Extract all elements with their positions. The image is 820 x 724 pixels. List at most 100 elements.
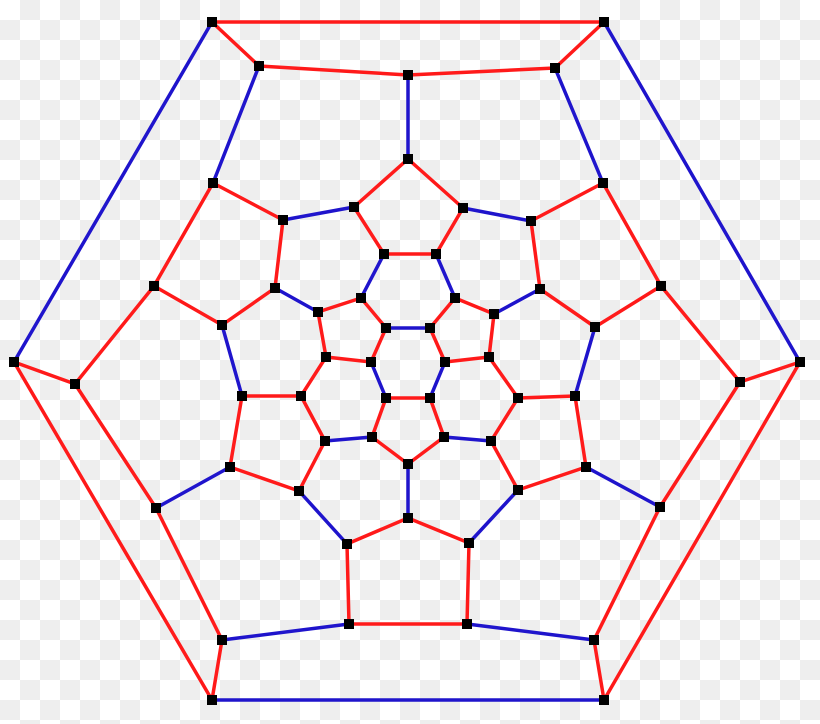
red-edge xyxy=(406,157,465,210)
graph-vertex xyxy=(458,203,468,213)
red-edge xyxy=(297,439,327,493)
red-edge xyxy=(659,284,742,384)
red-edge xyxy=(487,312,496,359)
graph-vertex xyxy=(513,393,523,403)
red-edge xyxy=(738,360,802,384)
blue-edge xyxy=(12,20,214,364)
red-edge xyxy=(154,506,224,642)
red-edge xyxy=(516,394,577,400)
red-edge xyxy=(406,435,446,466)
graph-vertex xyxy=(342,539,352,549)
red-edge xyxy=(487,355,520,400)
graph-vertex xyxy=(655,502,665,512)
blue-edge xyxy=(154,465,232,510)
blue-edge xyxy=(323,435,374,443)
graph-vertex xyxy=(217,320,227,330)
graph-vertex xyxy=(590,322,600,332)
red-edge xyxy=(316,296,363,314)
red-edge xyxy=(465,541,471,626)
red-edge xyxy=(592,638,606,702)
blue-edge xyxy=(281,205,356,222)
graph-vertex xyxy=(462,619,472,629)
graph-vertex xyxy=(403,70,413,80)
graph-vertex xyxy=(381,393,391,403)
graph-vertex xyxy=(207,17,217,27)
graph-vertex xyxy=(486,436,496,446)
red-edge xyxy=(593,284,663,329)
graph-vertex xyxy=(425,393,435,403)
red-edge xyxy=(428,396,446,439)
blue-edge xyxy=(442,435,493,443)
red-edge xyxy=(370,396,388,439)
graph-vertex xyxy=(431,249,441,259)
red-edge xyxy=(12,360,77,386)
red-edge xyxy=(220,286,277,327)
blue-edge xyxy=(428,360,447,400)
graph-vertex xyxy=(367,432,377,442)
red-edge xyxy=(538,287,597,329)
blue-edge xyxy=(492,287,542,316)
blue-edge xyxy=(553,66,605,185)
red-edge xyxy=(316,310,328,359)
red-edge xyxy=(12,360,214,702)
graph-vertex xyxy=(9,357,19,367)
red-edge xyxy=(489,396,520,443)
graph-vertex xyxy=(313,307,323,317)
red-edge xyxy=(529,181,605,223)
red-edge xyxy=(601,181,663,288)
red-edge xyxy=(406,66,557,77)
red-edge xyxy=(345,542,351,626)
graph-vertex xyxy=(237,391,247,401)
red-edge xyxy=(443,355,491,364)
graph-vertex xyxy=(513,485,523,495)
red-edge xyxy=(324,355,373,364)
red-edge xyxy=(573,394,588,469)
graph-vertex xyxy=(349,202,359,212)
red-edge xyxy=(210,638,224,702)
graph-vertex xyxy=(464,538,474,548)
red-edge xyxy=(210,20,261,68)
graph-vertex xyxy=(535,284,545,294)
red-edge xyxy=(152,181,215,288)
blue-edge xyxy=(273,286,320,314)
graph-vertex xyxy=(403,513,413,523)
graph-vertex xyxy=(550,63,560,73)
graph-vertex xyxy=(225,462,235,472)
red-edge xyxy=(152,284,224,327)
graph-vertex xyxy=(599,17,609,27)
red-edge xyxy=(352,205,386,256)
graph-vertex xyxy=(217,635,227,645)
blue-edge xyxy=(573,325,597,398)
red-edge xyxy=(516,465,588,492)
graph-vertex xyxy=(484,352,494,362)
red-edge xyxy=(406,516,471,545)
red-edge xyxy=(345,516,410,546)
red-edge xyxy=(592,505,662,642)
vertex-layer xyxy=(9,17,805,705)
graph-vertex xyxy=(589,635,599,645)
blue-edge xyxy=(359,252,386,300)
blue-edge xyxy=(602,20,802,364)
red-edge xyxy=(73,382,158,510)
graph-vertex xyxy=(656,281,666,291)
red-edge xyxy=(73,284,156,386)
graph-vertex xyxy=(294,486,304,496)
blue-edge xyxy=(434,252,457,300)
blue-edge xyxy=(465,622,596,642)
graph-vertex xyxy=(403,154,413,164)
graph-vertex xyxy=(735,377,745,387)
graph-vertex xyxy=(489,309,499,319)
red-edge xyxy=(602,360,802,702)
graph-vertex xyxy=(321,352,331,362)
blue-edge xyxy=(220,323,244,398)
red-edge xyxy=(489,439,520,492)
red-edge xyxy=(299,355,328,398)
graph-vertex xyxy=(149,281,159,291)
red-edge xyxy=(428,326,447,364)
blue-edge xyxy=(211,64,261,185)
graph-vertex xyxy=(344,619,354,629)
red-edge xyxy=(228,394,244,469)
edge-layer xyxy=(12,20,802,702)
